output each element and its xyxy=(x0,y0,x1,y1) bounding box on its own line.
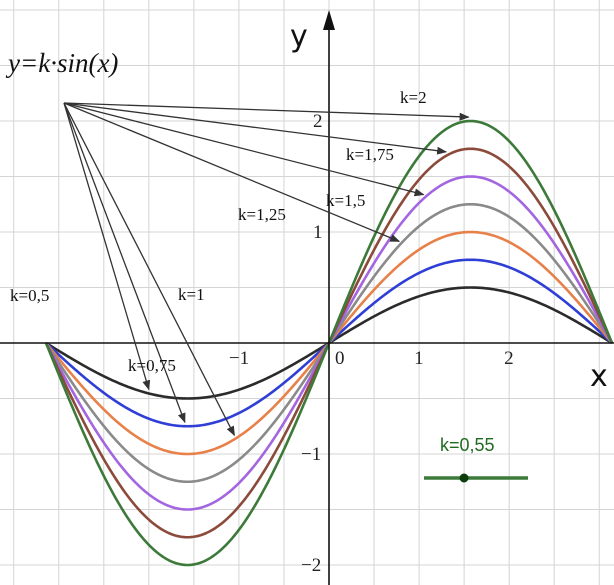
y-tick-label: 2 xyxy=(313,111,323,132)
annotation-arrow xyxy=(63,102,448,155)
x-tick-label: 1 xyxy=(414,348,424,369)
x-tick-label: 0 xyxy=(335,348,345,369)
annotation-arrow xyxy=(63,102,151,391)
annotation-label: k=0,5 xyxy=(10,286,49,305)
annotation-label: k=1,5 xyxy=(326,191,365,210)
annotation-arrow xyxy=(63,102,235,437)
annotation-arrow xyxy=(63,102,425,197)
tick-labels: −1 0 1 2 2 1 −1 −2 xyxy=(229,111,514,576)
y-tick-label: −1 xyxy=(301,444,321,465)
annotation-labels: k=2 k=1,75 k=1,5 k=1,25 k=1 k=0,75 k=0,5 xyxy=(10,88,427,375)
annotation-label: k=1,25 xyxy=(238,205,286,224)
axes xyxy=(0,10,614,585)
x-tick-label: 2 xyxy=(504,348,514,369)
y-tick-label: −2 xyxy=(301,555,321,576)
slider-handle[interactable] xyxy=(459,473,469,483)
y-tick-label: 1 xyxy=(313,222,323,243)
annotation-arrow xyxy=(63,102,186,424)
annotation-label: k=2 xyxy=(400,88,427,107)
annotation-arrows xyxy=(63,102,470,437)
x-tick-label: −1 xyxy=(229,348,249,369)
annotation-label: k=0,75 xyxy=(128,356,176,375)
annotation-label: k=1,75 xyxy=(346,145,394,164)
x-axis-label: x xyxy=(590,359,608,394)
annotation-label: k=1 xyxy=(178,285,205,304)
slider-value-label: k=0,55 xyxy=(440,435,495,455)
y-axis-label: y xyxy=(290,19,308,54)
annotation-arrow xyxy=(63,102,470,121)
chart-title: y=k·sin(x) xyxy=(5,48,118,78)
annotation-arrow xyxy=(63,102,401,243)
k-slider[interactable]: k=0,55 xyxy=(424,435,528,483)
y-axis-arrow-icon xyxy=(323,10,335,30)
